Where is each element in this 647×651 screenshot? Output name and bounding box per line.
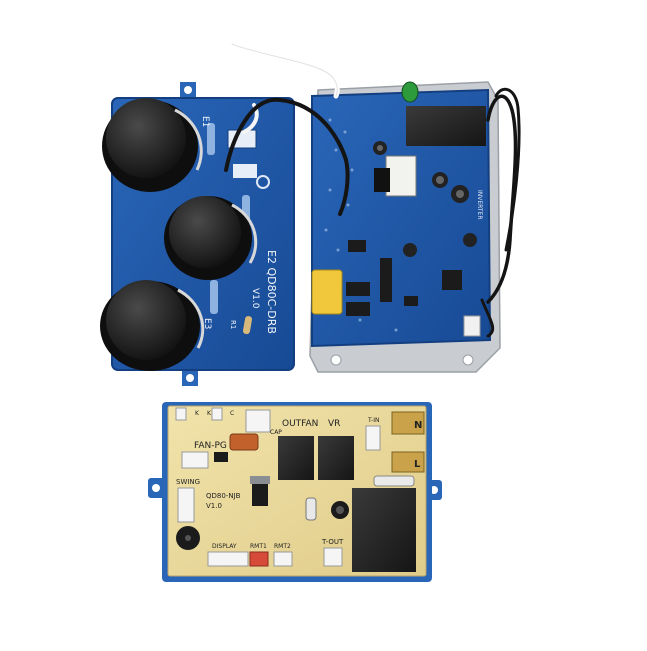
capacitor-middle: [164, 196, 258, 280]
terminal-n: N: [414, 420, 422, 431]
cap-label: CAP: [270, 429, 282, 436]
terminal-label-k: K: [207, 410, 212, 417]
inverter-marking: INVERTER: [476, 190, 483, 220]
terminal-label-n: K: [195, 410, 200, 417]
swing-label: SWING: [176, 478, 200, 486]
outfan-label: OUTFAN: [282, 419, 318, 429]
wire-harness: [224, 41, 521, 338]
inverter-board: INVERTER: [309, 81, 501, 373]
capacitor-board-label-r1: R1: [229, 320, 237, 329]
yellow-capacitor: [311, 269, 343, 315]
relay-outfan: [278, 436, 314, 480]
capacitor-board-version: V1.0: [250, 288, 260, 309]
t-out-label: T-OUT: [321, 538, 344, 546]
capacitor-board-label-e1: E1: [200, 116, 210, 127]
capacitor-board-model: E2 QD80C-DRB: [265, 250, 278, 334]
capacitor-bottom: [100, 280, 205, 371]
rmt2-label: RMT2: [274, 543, 291, 550]
capacitor-top: [102, 98, 203, 192]
relay-vr: [318, 436, 354, 480]
display-label: DISPLAY: [212, 543, 237, 550]
rmt1-label: RMT1: [250, 543, 267, 550]
main-relay: [352, 488, 416, 572]
indoor-board-model: QD80-NJB: [206, 492, 241, 500]
fan-capacitor: [229, 433, 259, 451]
capacitor-board-label-e3: E3: [202, 318, 212, 329]
indicator-led: [401, 81, 419, 103]
fan-pg-label: FAN-PG: [194, 441, 227, 451]
indoor-control-board: K K C FAN-PG SWING QD80-NJB V1.0 OUTFAN …: [148, 402, 442, 582]
terminal-l: L: [414, 459, 421, 470]
vr-label: VR: [328, 419, 340, 429]
t-in-label: T-IN: [367, 417, 380, 424]
indoor-board-version: V1.0: [206, 502, 222, 510]
capacitor-board: E2 QD80C-DRB V1.0 E1 E3 R1: [100, 82, 295, 386]
power-relay: [406, 106, 486, 146]
terminal-label-c: C: [230, 410, 234, 417]
